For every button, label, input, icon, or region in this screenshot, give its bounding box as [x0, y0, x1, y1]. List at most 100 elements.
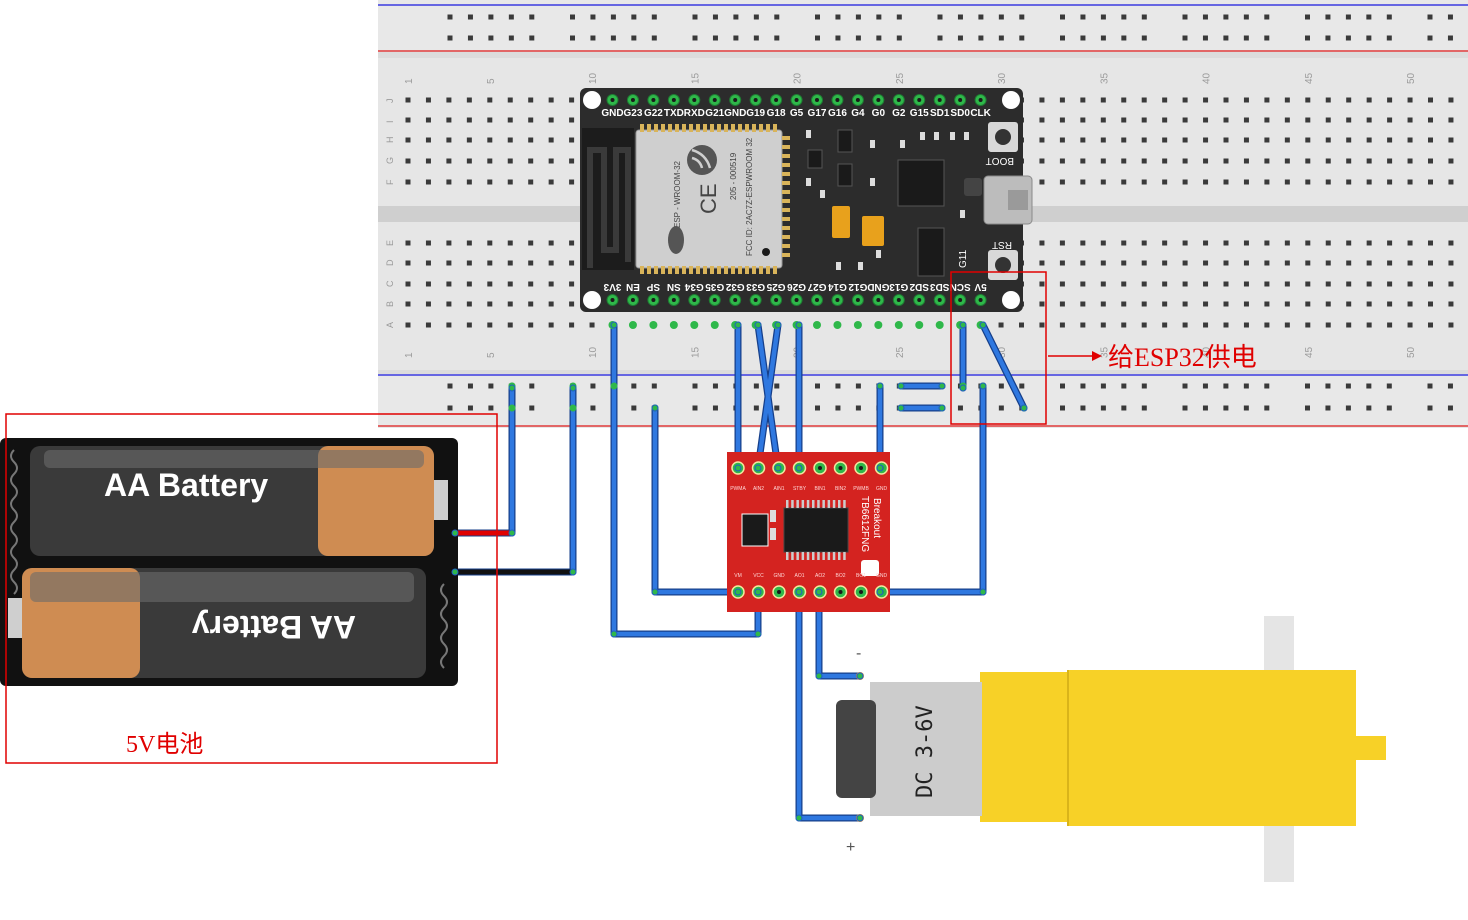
breadboard-hole	[1100, 158, 1106, 164]
rail-pin-active	[569, 404, 577, 412]
breadboard-hole	[446, 137, 452, 143]
rail-hole	[447, 383, 453, 389]
breadboard-hole	[1284, 97, 1290, 103]
rail-hole	[1100, 35, 1106, 41]
module-pad	[668, 266, 672, 274]
driver-pin-hole	[818, 466, 822, 470]
breadboard-hole	[1428, 281, 1433, 287]
breadboard-hole	[1039, 260, 1045, 266]
esp32-board: ESP - WROOM-32 205 - 000519 FCC ID: 2AC7…	[580, 88, 1033, 312]
mount-hole	[583, 291, 601, 309]
breadboard-hole	[466, 117, 472, 123]
breadboard-hole	[1325, 117, 1331, 123]
breadboard-hole	[507, 117, 513, 123]
breadboard-hole	[1100, 322, 1106, 328]
wire-end	[979, 321, 987, 329]
esp32-pin-hole	[855, 298, 860, 302]
rail-hole	[651, 14, 657, 20]
battery-highlight	[30, 572, 414, 602]
breadboard-hole	[569, 322, 575, 328]
breadboard-hole	[1264, 301, 1270, 307]
module-pad	[738, 266, 742, 274]
breadboard-hole	[1223, 137, 1229, 143]
breadboard-hole	[405, 179, 411, 185]
breadboard-hole	[1366, 117, 1372, 123]
breadboard-hole	[1182, 117, 1188, 123]
esp32-bottom-pin-label: G35	[705, 281, 724, 292]
column-number: 15	[690, 346, 701, 358]
module-pad	[782, 199, 790, 203]
rail-hole	[957, 405, 963, 411]
breadboard-hole	[1407, 260, 1413, 266]
antenna-trace	[587, 147, 631, 268]
esp32-bottom-pin-label: G13	[889, 281, 908, 292]
rail-hole	[590, 35, 596, 41]
breadboard-hole	[1121, 240, 1127, 246]
mount-hole	[583, 91, 601, 109]
rail-hole	[1141, 14, 1147, 20]
rail-hole	[488, 35, 494, 41]
battery-highlight	[44, 450, 424, 468]
esp32-bottom-pin-label: G26	[787, 281, 806, 292]
ldo-regulator	[917, 227, 945, 277]
breadboard-hole	[1366, 301, 1372, 307]
breadboard-hole	[1059, 97, 1065, 103]
wire-end	[897, 382, 905, 390]
module-pad	[759, 266, 763, 274]
module-pad	[675, 124, 679, 132]
motor-endcap	[836, 700, 876, 798]
rail-hole	[508, 35, 514, 41]
rail-hole	[1325, 405, 1331, 411]
breadboard-hole	[507, 179, 513, 185]
rail-hole	[1080, 405, 1086, 411]
breadboard-hole	[1366, 179, 1372, 185]
breadboard-hole	[1100, 281, 1106, 287]
breadboard-hole	[548, 240, 554, 246]
smd-part	[770, 528, 776, 540]
driver-bottom-pin-label: GND	[876, 573, 888, 579]
breadboard-hole	[1203, 117, 1209, 123]
wifi-logo	[668, 226, 684, 254]
esp32-pin-hole	[651, 298, 656, 302]
breadboard-hole	[1448, 97, 1454, 103]
breadboard-hole	[1080, 301, 1086, 307]
esp32-pin-hole	[855, 98, 860, 102]
battery-cell-bottom-terminal	[8, 598, 22, 638]
breadboard-hole	[1182, 179, 1188, 185]
breadboard-hole	[1182, 97, 1188, 103]
rail-hole	[1060, 383, 1065, 389]
breadboard-hole	[466, 301, 472, 307]
breadboard-hole	[1039, 97, 1045, 103]
chip-leg	[822, 500, 825, 508]
breadboard-hole	[1243, 260, 1249, 266]
module-pad	[782, 235, 790, 239]
rail-hole	[467, 405, 473, 411]
annotation-arrowhead	[1092, 351, 1102, 361]
ce-mark: CE	[696, 183, 721, 214]
esp32-bottom-pin-label: SN	[667, 281, 681, 292]
module-text-2: 205 - 000519	[729, 152, 738, 200]
rail-hole	[1366, 383, 1372, 389]
smd-button	[964, 178, 982, 196]
wire-end	[876, 588, 884, 596]
rail-hole	[1223, 405, 1229, 411]
module-pad	[782, 244, 790, 248]
breadboard-hole	[1264, 179, 1270, 185]
rail-hole	[1060, 405, 1065, 411]
rail-hole	[815, 35, 820, 41]
breadboard-hole	[1162, 301, 1168, 307]
breadboard-pin-active	[874, 321, 883, 329]
module-pad	[640, 124, 644, 132]
breadboard-pin-active	[853, 321, 862, 329]
battery-label-bottom: AA Battery	[192, 609, 356, 645]
tiny-smd-parts	[806, 130, 969, 270]
breadboard-hole	[1223, 117, 1229, 123]
esp32-pin-hole	[958, 298, 963, 302]
breadboard-hole	[1366, 137, 1372, 143]
module-pad	[654, 266, 658, 274]
module-pad	[738, 124, 742, 132]
breadboard-hole	[1059, 260, 1065, 266]
breadboard-hole	[1407, 240, 1413, 246]
breadboard-hole	[1407, 281, 1413, 287]
